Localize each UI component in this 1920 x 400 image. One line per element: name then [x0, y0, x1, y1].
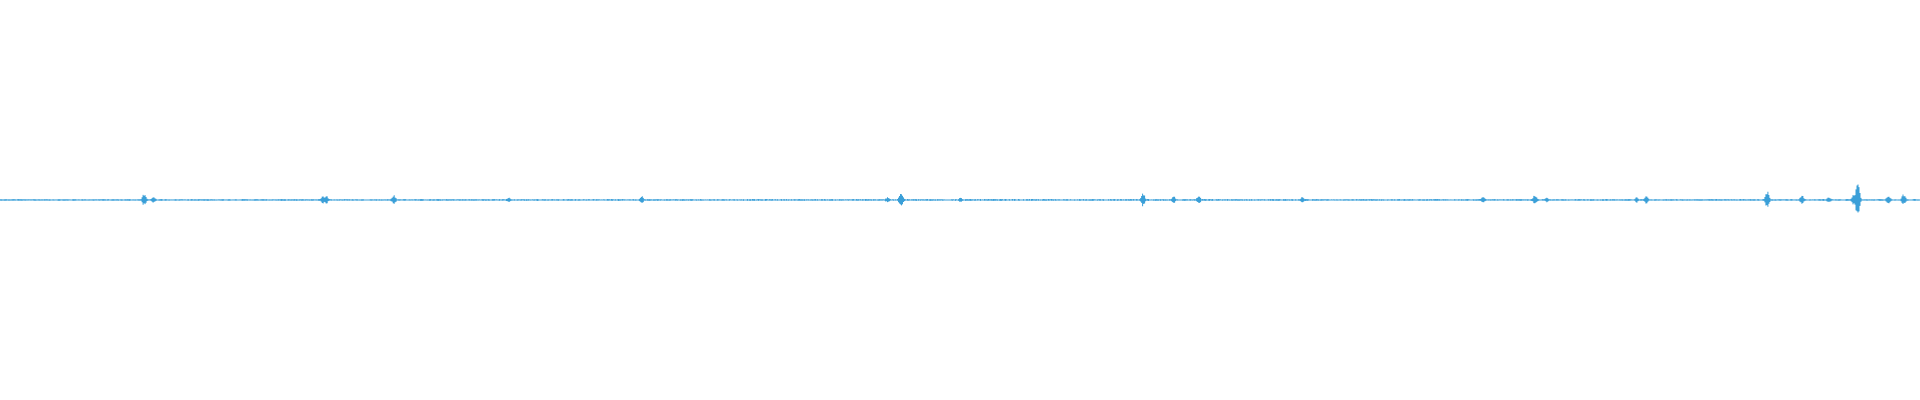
- waveform-trace: [0, 184, 1920, 213]
